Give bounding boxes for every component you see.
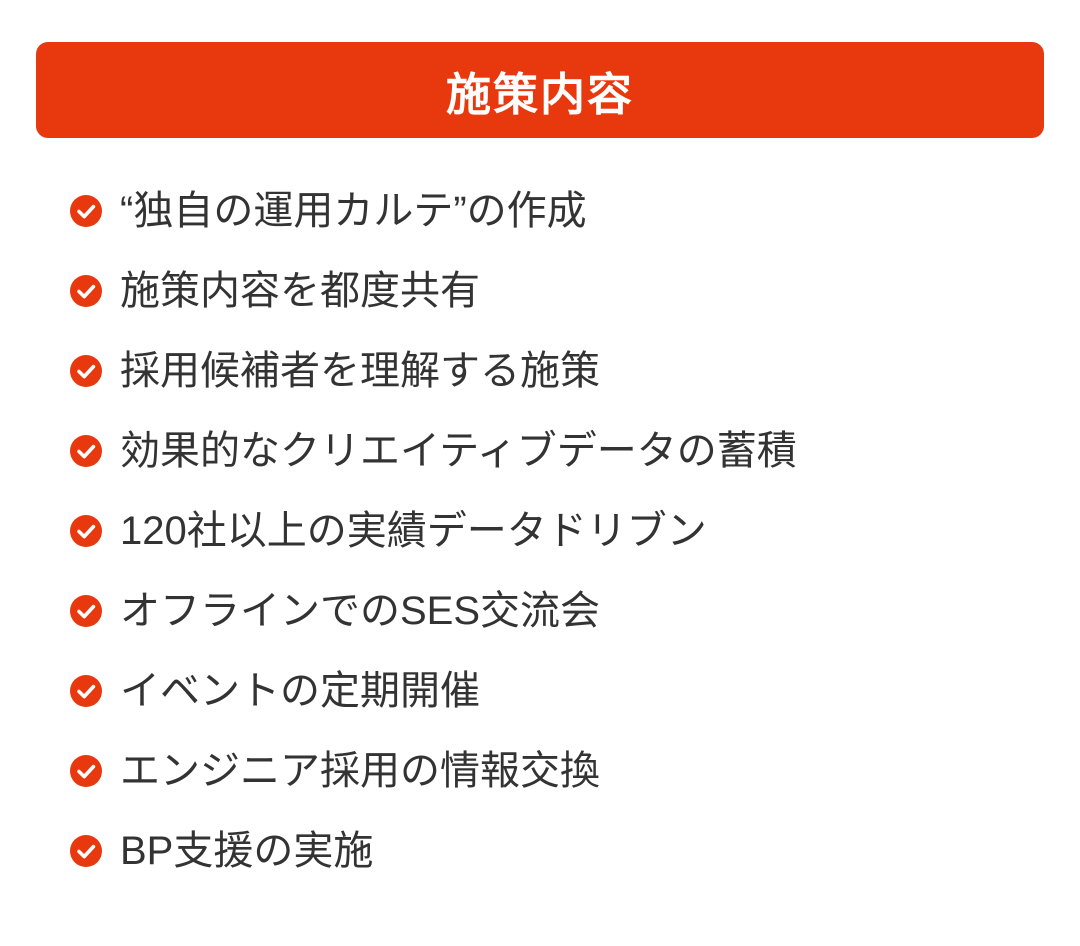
list-item: エンジニア採用の情報交換 [70,747,1080,795]
check-circle-icon [70,835,102,867]
list-item: イベントの定期開催 [70,667,1080,715]
check-circle-icon [70,675,102,707]
check-circle-icon [70,515,102,547]
check-circle-icon [70,195,102,227]
check-circle-icon [70,355,102,387]
list-item-label: 120社以上の実績データドリブン [120,509,707,553]
measures-list: “独自の運用カルテ”の作成 施策内容を都度共有 採用候補者を理解する施策 効果的… [70,187,1080,875]
list-item-label: オフラインでのSES交流会 [120,589,601,633]
list-item-label: 施策内容を都度共有 [120,269,480,313]
check-circle-icon [70,275,102,307]
list-item: 施策内容を都度共有 [70,267,1080,315]
list-item: 120社以上の実績データドリブン [70,507,1080,555]
list-item-label: “独自の運用カルテ”の作成 [120,189,587,233]
list-item: BP支援の実施 [70,827,1080,875]
check-circle-icon [70,755,102,787]
list-item-label: 効果的なクリエイティブデータの蓄積 [120,429,797,473]
list-item-label: 採用候補者を理解する施策 [120,349,600,393]
check-circle-icon [70,595,102,627]
page-title: 施策内容 [445,68,634,120]
list-item-label: エンジニア採用の情報交換 [120,749,600,793]
list-item: 採用候補者を理解する施策 [70,347,1080,395]
check-circle-icon [70,435,102,467]
list-item-label: BP支援の実施 [120,829,374,873]
list-item: オフラインでのSES交流会 [70,587,1080,635]
list-item: 効果的なクリエイティブデータの蓄積 [70,427,1080,475]
list-item: “独自の運用カルテ”の作成 [70,187,1080,235]
header-banner: 施策内容 [36,42,1044,138]
list-item-label: イベントの定期開催 [120,669,480,713]
